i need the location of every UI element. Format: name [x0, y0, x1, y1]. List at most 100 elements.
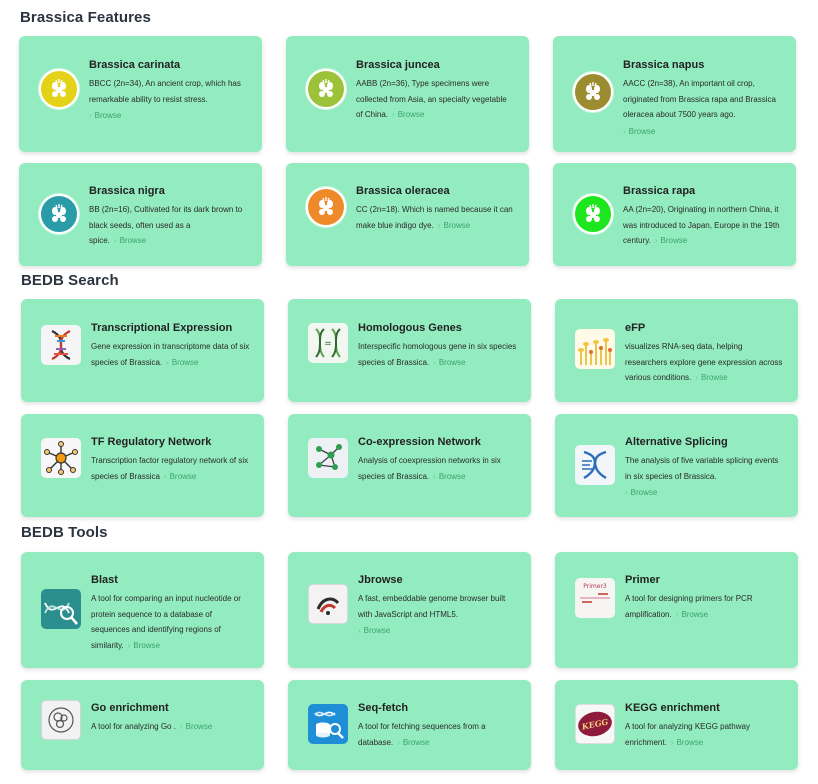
browse-link[interactable]: ›Browse	[654, 236, 688, 245]
browse-link[interactable]: ›Browse	[433, 471, 466, 481]
homologous-dna-icon: =	[308, 323, 348, 363]
feature-card-juncea[interactable]: Brassica juncea AABB (2n=36), Type speci…	[286, 36, 529, 152]
card-title: Homologous Genes	[358, 322, 462, 334]
card-description: A tool for analyzing Go .	[91, 722, 176, 731]
card-description: A fast, embeddable genome browser built …	[358, 594, 506, 619]
card-description: AACC (2n=38), An important oil crop, ori…	[623, 79, 776, 119]
tool-card-kegg-enrichment[interactable]: KEGG KEGG enrichment A tool for analyzin…	[555, 680, 798, 770]
feature-card-nigra[interactable]: Brassica nigra BB (2n=16), Cultivated fo…	[19, 163, 262, 266]
browse-link[interactable]: ›Browse	[397, 737, 430, 747]
browse-link[interactable]: ›Browse	[670, 737, 704, 747]
card-description: A tool for comparing an input nucleotide…	[91, 594, 241, 650]
chevron-right-icon: ›	[654, 236, 658, 245]
feature-card-carinata[interactable]: Brassica carinata BBCC (2n=34), An ancie…	[19, 36, 262, 152]
tool-card-primer[interactable]: Primer3 Primer A tool for designing prim…	[555, 552, 798, 668]
section-title-search: BEDB Search	[21, 272, 119, 289]
card-title: Brassica nigra	[89, 185, 165, 197]
search-card-tf-regulatory-network[interactable]: TF Regulatory Network Transcription fact…	[21, 414, 264, 517]
search-card-coexpression-network[interactable]: Co-expression Network Analysis of coexpr…	[288, 414, 531, 517]
chevron-right-icon: ›	[179, 722, 183, 731]
browse-link[interactable]: ›Browse	[166, 357, 199, 367]
browse-link[interactable]: ›Browse	[675, 609, 709, 619]
card-title: Brassica rapa	[623, 185, 696, 197]
feature-card-rapa[interactable]: Brassica rapa AA (2n=20), Originating in…	[553, 163, 796, 266]
card-title: Primer	[625, 574, 660, 586]
card-title: Brassica oleracea	[356, 185, 450, 197]
flower-icon	[306, 69, 346, 109]
chevron-right-icon: ›	[358, 626, 361, 635]
browse-link[interactable]: ›Browse	[163, 471, 197, 481]
card-title: Co-expression Network	[358, 436, 481, 448]
card-description: visualizes RNA-seq data, helping researc…	[625, 342, 783, 382]
chevron-right-icon: ›	[433, 357, 436, 367]
search-card-alternative-splicing[interactable]: Alternative Splicing The analysis of fiv…	[555, 414, 798, 517]
primer3-icon: Primer3	[575, 578, 615, 618]
tool-card-jbrowse[interactable]: Jbrowse A fast, embeddable genome browse…	[288, 552, 531, 668]
feature-card-napus[interactable]: Brassica napus AACC (2n=38), An importan…	[553, 36, 796, 152]
chevron-right-icon: ›	[89, 111, 92, 120]
card-description: Interspecific homologous gene in six spe…	[358, 342, 517, 367]
card-title: Brassica napus	[623, 59, 705, 71]
card-description: The analysis of five variable splicing e…	[625, 456, 779, 481]
card-description: A tool for analyzing KEGG pathway enrich…	[625, 722, 750, 747]
flower-icon	[573, 194, 613, 234]
jbrowse-icon	[308, 584, 348, 624]
card-description: A tool for designing primers for PCR amp…	[625, 594, 753, 619]
tool-card-seq-fetch[interactable]: Seq-fetch A tool for fetching sequences …	[288, 680, 531, 770]
flower-icon	[39, 69, 79, 109]
card-title: KEGG enrichment	[625, 702, 720, 714]
browse-link[interactable]: ›Browse	[625, 488, 658, 497]
browse-link[interactable]: ›Browse	[623, 126, 656, 136]
card-title: Alternative Splicing	[625, 436, 728, 448]
chevron-right-icon: ›	[623, 126, 626, 136]
browse-link[interactable]: ›Browse	[127, 640, 161, 650]
chevron-right-icon: ›	[625, 488, 628, 497]
browse-link[interactable]: ›Browse	[113, 236, 147, 245]
card-title: Brassica carinata	[89, 59, 181, 71]
browse-link[interactable]: ›Browse	[695, 373, 728, 382]
browse-link[interactable]: ›Browse	[437, 220, 471, 230]
dna-helix-icon	[41, 325, 81, 365]
card-description: AA (2n=20), Originating in northern Chin…	[623, 205, 780, 245]
card-description: Transcription factor regulatory network …	[91, 456, 249, 481]
network-hub-icon	[41, 438, 81, 478]
card-description: AABB (2n=36), Type specimens were collec…	[356, 79, 507, 119]
search-card-homologous-genes[interactable]: = Homologous Genes Interspecific homolog…	[288, 299, 531, 402]
kegg-icon: KEGG	[575, 704, 615, 744]
feature-card-oleracea[interactable]: Brassica oleracea CC (2n=18). Which is n…	[286, 163, 529, 266]
blast-dna-search-icon	[41, 589, 81, 629]
chevron-right-icon: ›	[670, 737, 674, 747]
search-card-transcriptional-expression[interactable]: Transcriptional Expression Gene expressi…	[21, 299, 264, 402]
chevron-right-icon: ›	[437, 220, 441, 230]
tool-card-blast[interactable]: Blast A tool for comparing an input nucl…	[21, 552, 264, 668]
splicing-icon	[575, 445, 615, 485]
go-circles-icon	[41, 700, 81, 740]
section-title-tools: BEDB Tools	[21, 524, 108, 541]
card-title: eFP	[625, 322, 646, 334]
card-description: Gene expression in transcriptome data of…	[91, 342, 250, 367]
browse-link[interactable]: ›Browse	[179, 722, 213, 731]
flower-icon	[39, 194, 79, 234]
tool-card-go-enrichment[interactable]: Go enrichment A tool for analyzing Go .›…	[21, 680, 264, 770]
chevron-right-icon: ›	[392, 110, 395, 119]
svg-text:=: =	[324, 339, 332, 349]
card-description: Analysis of coexpression networks in six…	[358, 456, 501, 481]
chevron-right-icon: ›	[433, 471, 436, 481]
browse-link[interactable]: ›Browse	[392, 110, 425, 119]
card-title: Seq-fetch	[358, 702, 409, 714]
browse-link[interactable]: ›Browse	[358, 626, 391, 635]
card-title: Blast	[91, 574, 118, 586]
chevron-right-icon: ›	[127, 640, 131, 650]
flower-icon	[573, 72, 613, 112]
section-title-features: Brassica Features	[20, 9, 151, 26]
chevron-right-icon: ›	[113, 236, 117, 245]
seq-fetch-icon	[308, 704, 348, 744]
search-card-efp[interactable]: eFP visualizes RNA-seq data, helping res…	[555, 299, 798, 402]
card-title: TF Regulatory Network	[91, 436, 212, 448]
card-description: A tool for fetching sequences from a dat…	[358, 722, 486, 747]
browse-link[interactable]: ›Browse	[433, 357, 466, 367]
chevron-right-icon: ›	[397, 737, 400, 747]
card-description: BBCC (2n=34), An ancient crop, which has…	[89, 79, 241, 104]
browse-link[interactable]: ›Browse	[89, 111, 122, 120]
card-description: BB (2n=16), Cultivated for its dark brow…	[89, 205, 243, 245]
